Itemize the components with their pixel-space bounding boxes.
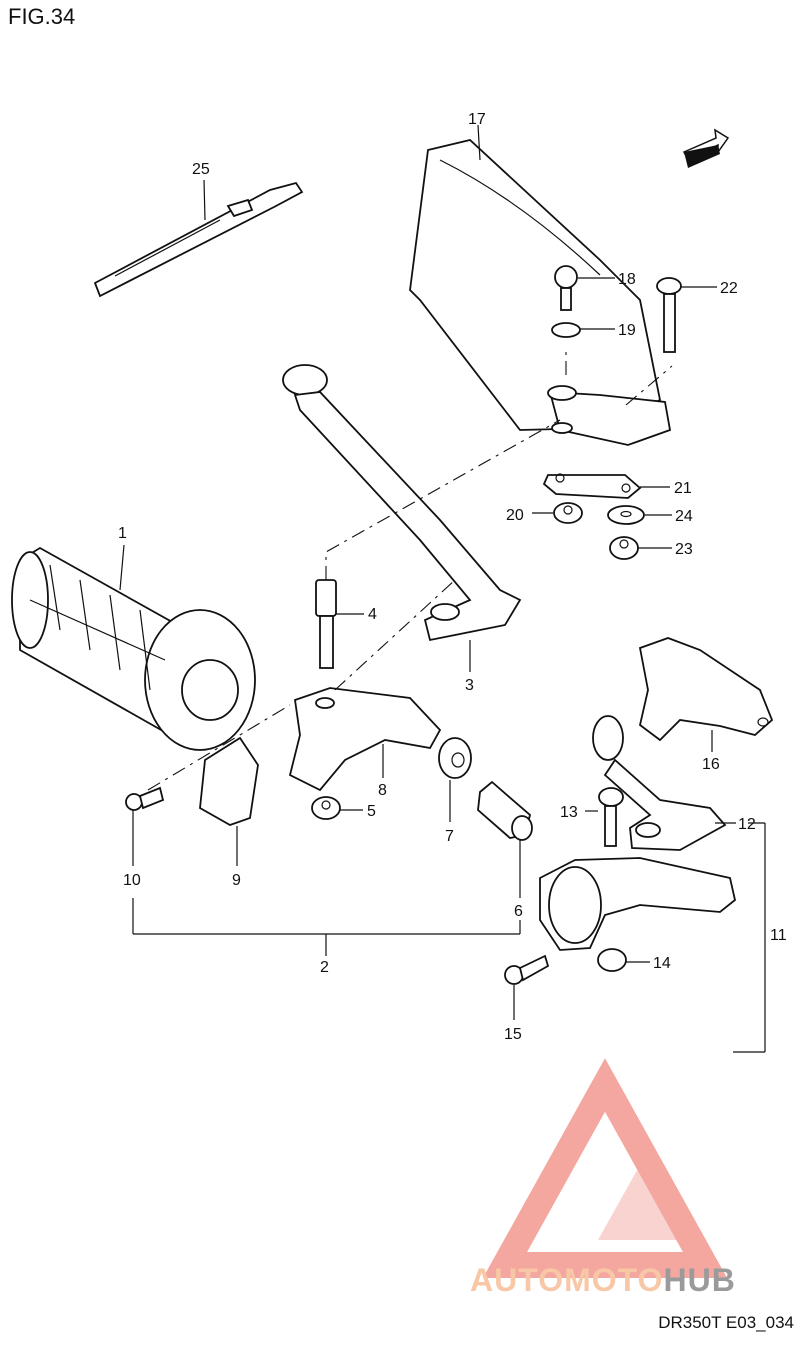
callout-9: 9 [232, 872, 241, 889]
brand-part-2: HUB [663, 1262, 736, 1298]
part-11-perch [539, 857, 737, 951]
callout-15: 15 [504, 1026, 522, 1043]
callout-8: 8 [378, 782, 387, 799]
part-8-bracket [288, 687, 442, 792]
callout-6: 6 [514, 903, 523, 920]
part-9-clamp [199, 736, 259, 826]
callout-2: 2 [320, 959, 329, 976]
callout-19: 19 [618, 322, 636, 339]
callout-12: 12 [738, 816, 756, 833]
drawing-code: DR350T E03_034 [658, 1313, 794, 1332]
callout-23: 23 [675, 541, 693, 558]
part-18-screw [554, 265, 578, 311]
part-24-washer [607, 505, 645, 525]
part-12-lever [592, 715, 727, 851]
callout-13: 13 [560, 804, 578, 821]
watermark-brand: AUTOMOTOHUB [470, 1262, 736, 1299]
callout-7: 7 [445, 828, 454, 845]
callout-18: 18 [618, 271, 636, 288]
part-1-grip [11, 546, 256, 751]
callout-10: 10 [123, 872, 141, 889]
callout-20: 20 [506, 507, 524, 524]
part-19-washer [551, 322, 581, 338]
callout-1: 1 [118, 525, 127, 542]
watermark-logo [482, 1058, 728, 1278]
part-14-nut [597, 948, 627, 972]
callout-16: 16 [702, 756, 720, 773]
part-10-screw [125, 786, 165, 811]
callout-3: 3 [465, 677, 474, 694]
callout-5: 5 [367, 803, 376, 820]
part-13-bolt [598, 787, 624, 847]
callout-17: 17 [468, 111, 486, 128]
callout-24: 24 [675, 508, 693, 525]
part-6-adjuster [477, 780, 533, 841]
part-20-nut [553, 502, 583, 524]
part-21-plate [542, 473, 642, 499]
part-5-nut [311, 796, 341, 820]
part-17-hand-guard [409, 139, 672, 446]
callout-22: 22 [720, 280, 738, 297]
callout-4: 4 [368, 606, 377, 623]
fwd-arrow-icon [682, 128, 730, 168]
part-25-cable-tie [93, 181, 304, 298]
callout-21: 21 [674, 480, 692, 497]
callout-25: 25 [192, 161, 210, 178]
brand-part-1: AUTOMOTO [470, 1262, 664, 1298]
part-23-nut [609, 536, 639, 560]
leader-lines [119, 124, 766, 1053]
part-22-bolt [656, 277, 682, 353]
part-7-locknut [438, 737, 472, 779]
callout-11: 11 [770, 927, 787, 944]
figure-title: FIG.34 [8, 4, 76, 29]
part-15-screw [504, 954, 550, 985]
part-16-cover [638, 637, 774, 742]
part-4-pivot-bolt [315, 579, 337, 669]
callout-14: 14 [653, 955, 671, 972]
